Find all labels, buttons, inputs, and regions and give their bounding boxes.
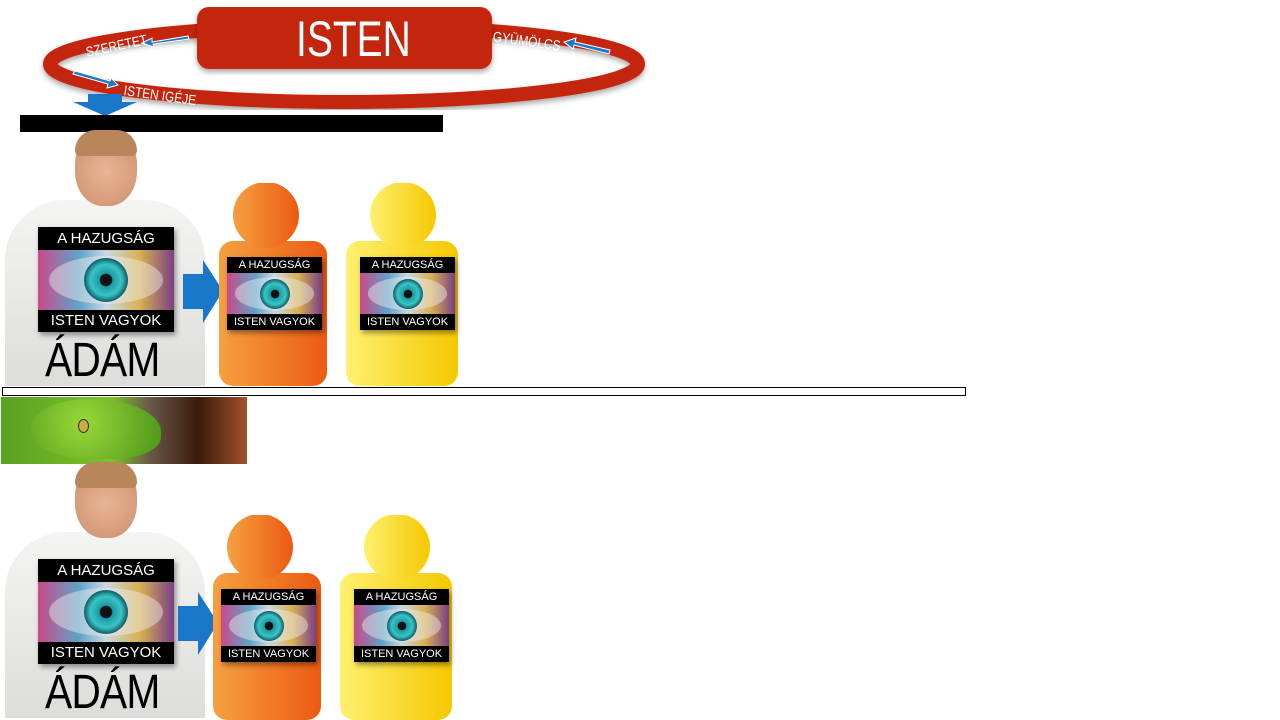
- arrow-left-icon: [140, 35, 190, 48]
- card-bottom-text: ISTEN VAGYOK: [50, 644, 162, 661]
- isten-box: [197, 7, 492, 69]
- snake-image: [1, 397, 247, 464]
- card-bottom-text: ISTEN VAGYOK: [366, 316, 449, 328]
- yellow-lie-card: A HAZUGSÁG ISTEN VAGYOK: [360, 257, 455, 330]
- card-top-text: A HAZUGSÁG: [57, 562, 155, 579]
- card-top-text: A HAZUGSÁG: [232, 591, 305, 603]
- divider-box: [2, 387, 966, 396]
- arrow-right-icon: [72, 70, 119, 89]
- adam-label: ÁDÁM: [45, 334, 160, 387]
- card-top-text: A HAZUGSÁG: [57, 230, 155, 247]
- card-bottom-text: ISTEN VAGYOK: [233, 316, 316, 328]
- card-bottom-text: ISTEN VAGYOK: [50, 312, 162, 329]
- card-top-text: A HAZUGSÁG: [371, 259, 444, 271]
- card-bottom-text: ISTEN VAGYOK: [360, 648, 443, 660]
- eye-image: [38, 582, 174, 642]
- redaction-bar: [20, 115, 443, 132]
- arrow-down-icon: [73, 94, 137, 116]
- eye-image: [38, 250, 174, 310]
- isten-title: ISTEN: [296, 11, 411, 67]
- card-top-text: A HAZUGSÁG: [365, 591, 438, 603]
- yellow-lie-card: A HAZUGSÁG ISTEN VAGYOK: [354, 589, 449, 662]
- arrow-right-icon: [183, 260, 223, 323]
- main-lie-card: A HAZUGSÁG ISTEN VAGYOK: [38, 227, 174, 332]
- adam-label: ÁDÁM: [45, 666, 160, 719]
- eye-image: [354, 605, 449, 646]
- card-top-text: A HAZUGSÁG: [238, 259, 311, 271]
- arrow-right-icon: [178, 592, 218, 655]
- eye-image: [227, 273, 322, 314]
- god-ring-diagram: [43, 7, 645, 116]
- card-bottom-text: ISTEN VAGYOK: [227, 648, 310, 660]
- orange-lie-card: A HAZUGSÁG ISTEN VAGYOK: [227, 257, 322, 330]
- arrow-left-icon: [562, 37, 611, 55]
- main-lie-card: A HAZUGSÁG ISTEN VAGYOK: [38, 559, 174, 664]
- orange-lie-card: A HAZUGSÁG ISTEN VAGYOK: [221, 589, 316, 662]
- eye-image: [221, 605, 316, 646]
- eye-image: [360, 273, 455, 314]
